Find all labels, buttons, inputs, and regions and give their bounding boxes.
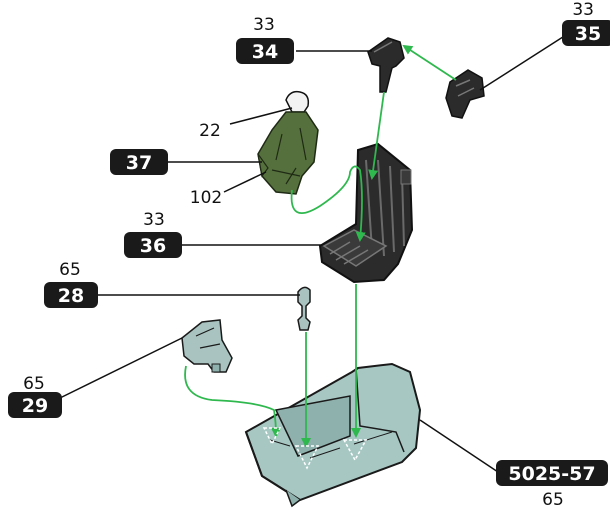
color-ref-29: 65: [23, 374, 45, 394]
callout-5025-57: 5025-57 65: [496, 460, 608, 510]
part-number-34: 34: [252, 41, 278, 63]
arrow-console-to-tub: [184, 365, 281, 438]
tub-target-markers: [262, 427, 368, 470]
callout-34: 33 34: [236, 15, 294, 64]
part-number-36: 36: [140, 235, 166, 257]
label-box-5025-57: [496, 460, 608, 486]
arrow-pilot-to-seat: [290, 165, 366, 242]
leader-22: [229, 107, 293, 125]
leader-lines: [59, 34, 567, 473]
callout-35: 33 35: [562, 0, 610, 46]
side-panel-part: [445, 69, 485, 119]
color-ref-35: 33: [572, 0, 594, 20]
label-box-36: [124, 232, 182, 258]
leader-tub: [419, 419, 499, 473]
arrow-headrest-to-seat: [368, 91, 385, 180]
label-box-28: [44, 282, 98, 308]
ejection-seat: [318, 142, 414, 284]
part-number-5025-57: 5025-57: [508, 463, 595, 485]
color-ref-22: 22: [199, 121, 221, 141]
callout-102: 102: [190, 188, 222, 208]
callout-28: 65 28: [44, 260, 98, 308]
color-ref-5025-57: 65: [542, 490, 564, 510]
leader-35: [479, 34, 567, 91]
callout-36: 33 36: [124, 210, 182, 258]
cockpit-tub: [244, 362, 422, 508]
leader-102: [223, 171, 267, 193]
callout-22: 22: [199, 121, 221, 141]
part-number-37: 37: [126, 152, 152, 174]
label-box-37: [110, 149, 168, 175]
part-number-29: 29: [22, 395, 48, 417]
headrest-part: [367, 37, 405, 93]
pilot-figure: [257, 90, 319, 195]
part-number-35: 35: [575, 23, 601, 45]
color-ref-28: 65: [59, 260, 81, 280]
color-ref-102: 102: [190, 188, 222, 208]
label-box-34: [236, 38, 294, 64]
control-stick-part: [297, 286, 311, 331]
callout-37: 37: [110, 149, 168, 175]
part-number-28: 28: [58, 285, 84, 307]
label-box-29: [8, 392, 62, 418]
arrow-side-panel-to-headrest: [402, 44, 457, 81]
side-console-part: [181, 319, 233, 373]
leader-29: [59, 337, 183, 399]
color-ref-36: 33: [143, 210, 165, 230]
assembly-arrows: [184, 44, 457, 448]
label-box-35: [562, 20, 610, 46]
color-ref-34: 33: [253, 15, 275, 35]
callout-29: 65 29: [8, 374, 62, 418]
